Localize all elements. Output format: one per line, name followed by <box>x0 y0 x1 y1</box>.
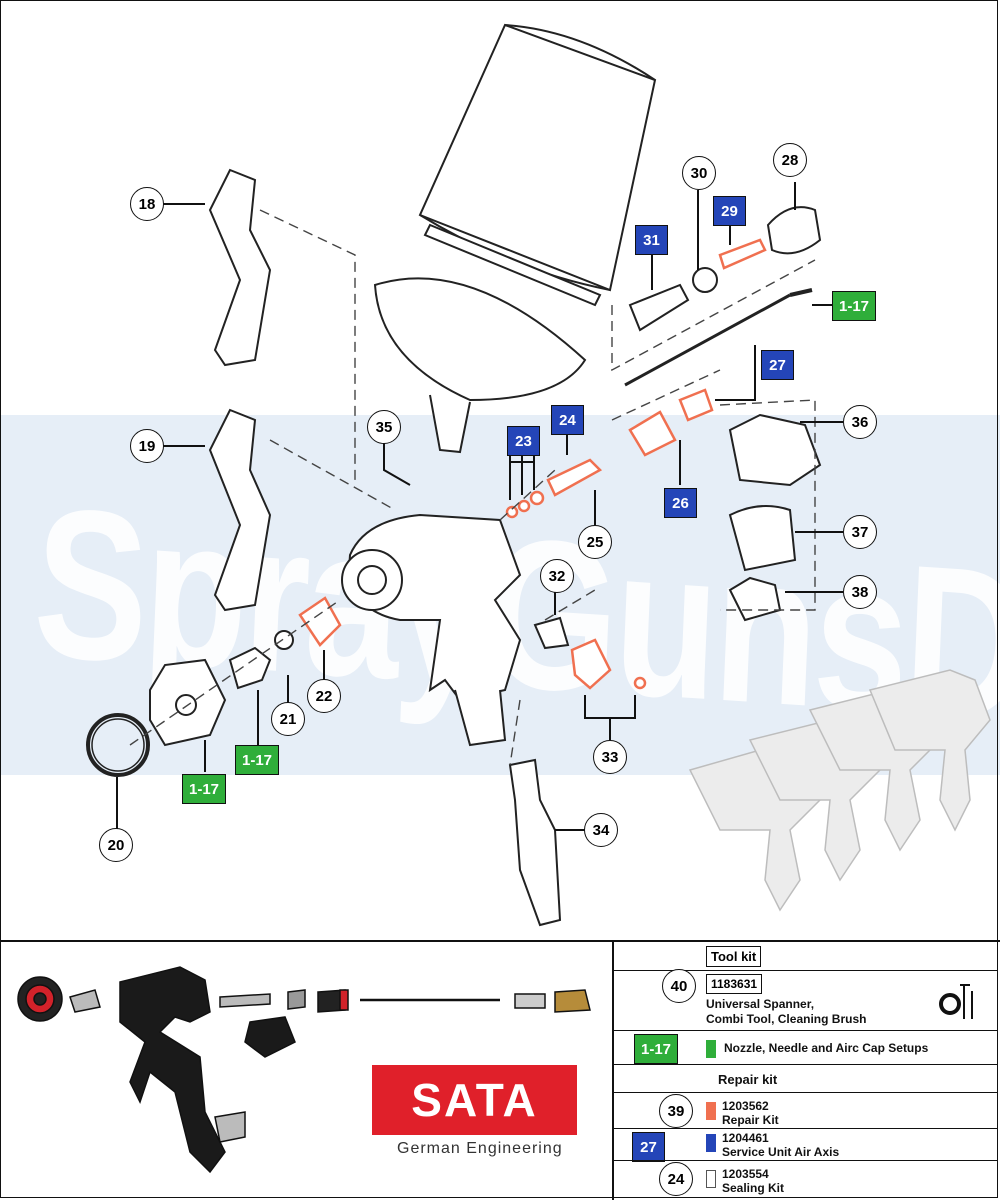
dark-gun-exploded <box>17 966 591 1174</box>
repair-code: 1203562 <box>722 1099 769 1113</box>
callout-28: 28 <box>773 143 807 177</box>
rule-4 <box>614 1092 998 1093</box>
service-code: 1204461 <box>722 1131 769 1145</box>
service-desc: Service Unit Air Axis <box>722 1145 840 1159</box>
sealing-code: 1203554 <box>722 1167 769 1181</box>
tag-27: 27 <box>761 350 794 380</box>
rule-6 <box>614 1160 998 1161</box>
tag-26: 26 <box>664 488 697 518</box>
product-panel: SATA German Engineering <box>0 942 612 1200</box>
tool-kit-icon <box>939 984 973 1019</box>
setups-tag: 1-17 <box>634 1034 678 1064</box>
blue-swatch <box>706 1134 716 1152</box>
callout-40: 40 <box>662 969 696 1003</box>
callout-22: 22 <box>307 679 341 713</box>
repair-title: Repair kit <box>718 1072 778 1087</box>
tool-kit-code: 1183631 <box>706 974 763 994</box>
callout-19: 19 <box>130 429 164 463</box>
sata-logo: SATA <box>372 1065 577 1135</box>
tag-setup-right: 1-17 <box>832 291 876 321</box>
service-tag: 27 <box>632 1132 665 1162</box>
orange-swatch <box>706 1102 716 1120</box>
kit-legend: Tool kit 40 1183631 Universal Spanner, C… <box>614 942 998 1198</box>
tag-24: 24 <box>551 405 584 435</box>
exploded-diagram: SprayGunsDirect <box>0 23 1000 927</box>
rule-2 <box>614 1030 998 1031</box>
sealing-desc: Sealing Kit <box>722 1181 785 1195</box>
callout-18: 18 <box>130 187 164 221</box>
callout-35: 35 <box>367 410 401 444</box>
callout-24-legend: 24 <box>659 1162 693 1196</box>
parts-drawing <box>86 23 991 927</box>
divider-horizontal <box>0 940 1000 942</box>
callout-30: 30 <box>682 156 716 190</box>
tool-kit-title: Tool kit <box>706 946 762 967</box>
callout-38: 38 <box>843 575 877 609</box>
tag-23: 23 <box>507 426 540 456</box>
rule-1 <box>614 970 998 971</box>
tag-31: 31 <box>635 225 668 255</box>
divider-vertical <box>612 942 614 1200</box>
callout-37: 37 <box>843 515 877 549</box>
tag-29: 29 <box>713 196 746 226</box>
callout-32: 32 <box>540 559 574 593</box>
tag-setup-mid: 1-17 <box>235 745 279 775</box>
callout-39: 39 <box>659 1094 693 1128</box>
callout-33: 33 <box>593 740 627 774</box>
rule-5 <box>614 1128 998 1129</box>
setups-desc: Nozzle, Needle and Airc Cap Setups <box>724 1041 929 1055</box>
repair-desc: Repair Kit <box>722 1113 779 1127</box>
rule-3 <box>614 1064 998 1065</box>
callout-36: 36 <box>843 405 877 439</box>
green-swatch <box>706 1040 716 1058</box>
callout-21: 21 <box>271 702 305 736</box>
callout-34: 34 <box>584 813 618 847</box>
sata-tagline: German Engineering <box>397 1140 563 1157</box>
white-swatch <box>706 1170 716 1188</box>
callout-20: 20 <box>99 828 133 862</box>
tag-setup-left: 1-17 <box>182 774 226 804</box>
tool-kit-desc-1: Universal Spanner, <box>706 997 815 1011</box>
tool-kit-desc-2: Combi Tool, Cleaning Brush <box>706 1012 867 1026</box>
callout-25: 25 <box>578 525 612 559</box>
